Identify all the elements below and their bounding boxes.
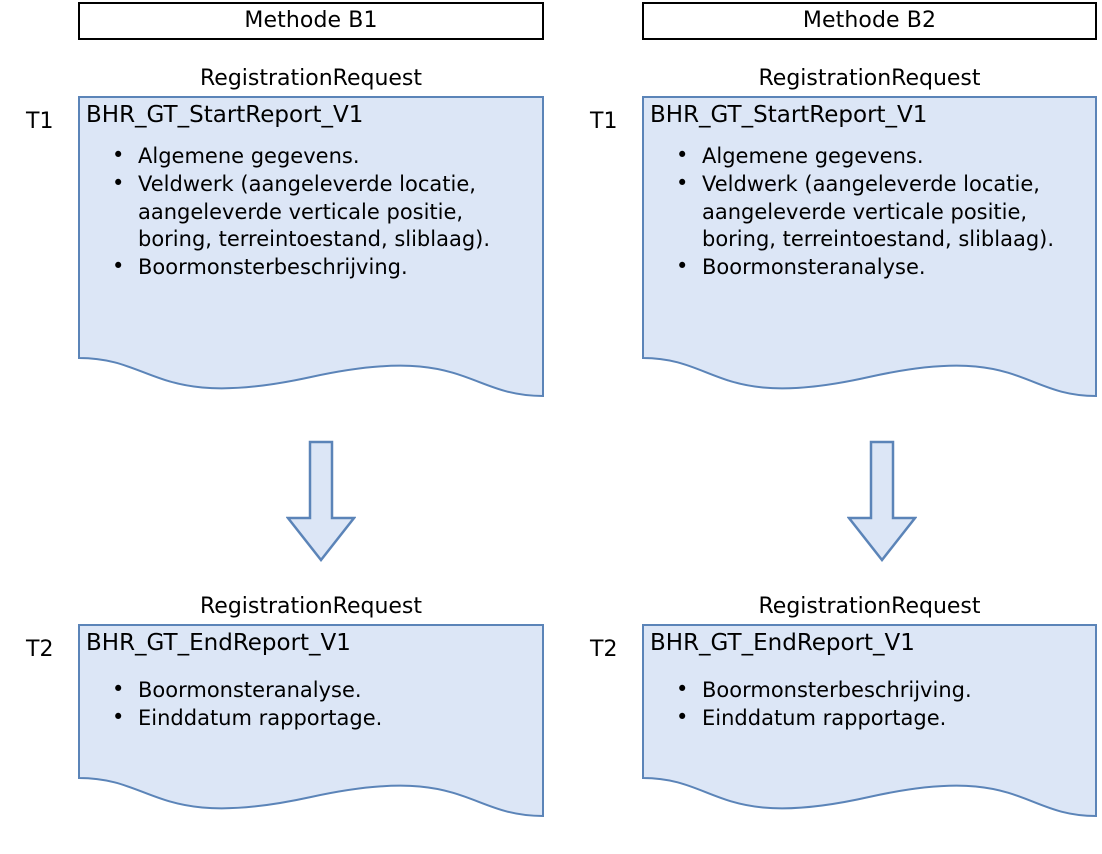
down-arrow-icon — [847, 440, 917, 562]
list-item: Boormonsterbeschrijving. — [112, 253, 534, 282]
time-label-b2-t1: T1 — [590, 109, 618, 134]
registration-request-caption-b2-t1: RegistrationRequest — [758, 66, 981, 91]
time-label-b1-t1: T1 — [26, 109, 54, 134]
document-item-list-b1-t2: Boormonsteranalyse. Einddatum rapportage… — [86, 676, 534, 733]
list-item: Algemene gegevens. — [112, 142, 534, 171]
method-header-b2: Methode B2 — [642, 2, 1097, 40]
down-arrow-icon — [286, 440, 356, 562]
document-item-list-b1-t1: Algemene gegevens. Veldwerk (aangeleverd… — [86, 142, 534, 282]
document-shape-b1-t1: BHR_GT_StartReport_V1 Algemene gegevens.… — [78, 96, 544, 426]
method-header-b2-label: Methode B2 — [802, 8, 937, 33]
list-item: Boormonsterbeschrijving. — [676, 676, 1087, 705]
list-item: Veldwerk (aangeleverde locatie, aangelev… — [112, 170, 534, 254]
time-label-b2-t2: T2 — [590, 637, 618, 662]
list-item: Einddatum rapportage. — [112, 704, 534, 733]
document-title-b2-t1: BHR_GT_StartReport_V1 — [650, 102, 928, 128]
document-shape-b1-t2: BHR_GT_EndReport_V1 Boormonsteranalyse. … — [78, 624, 544, 849]
flow-arrow-b1 — [286, 440, 356, 562]
document-title-b1-t1: BHR_GT_StartReport_V1 — [86, 102, 364, 128]
document-item-list-b2-t1: Algemene gegevens. Veldwerk (aangeleverd… — [650, 142, 1087, 282]
document-title-b1-t2: BHR_GT_EndReport_V1 — [86, 630, 351, 656]
document-content-b2-t1: BHR_GT_StartReport_V1 Algemene gegevens.… — [642, 96, 1097, 282]
document-content-b2-t2: BHR_GT_EndReport_V1 Boormonsterbeschrijv… — [642, 624, 1097, 733]
document-shape-b2-t2: BHR_GT_EndReport_V1 Boormonsterbeschrijv… — [642, 624, 1097, 849]
document-content-b1-t1: BHR_GT_StartReport_V1 Algemene gegevens.… — [78, 96, 544, 282]
document-item-list-b2-t2: Boormonsterbeschrijving. Einddatum rappo… — [650, 676, 1087, 733]
registration-request-caption-b1-t2: RegistrationRequest — [199, 594, 423, 619]
flow-arrow-b2 — [847, 440, 917, 562]
list-item: Boormonsteranalyse. — [112, 676, 534, 705]
document-content-b1-t2: BHR_GT_EndReport_V1 Boormonsteranalyse. … — [78, 624, 544, 733]
list-item: Boormonsteranalyse. — [676, 253, 1087, 282]
list-item: Veldwerk (aangeleverde locatie, aangelev… — [676, 170, 1087, 254]
time-label-b1-t2: T2 — [26, 637, 54, 662]
document-shape-b2-t1: BHR_GT_StartReport_V1 Algemene gegevens.… — [642, 96, 1097, 426]
registration-request-caption-b2-t2: RegistrationRequest — [758, 594, 981, 619]
method-header-b1: Methode B1 — [78, 2, 544, 40]
document-title-b2-t2: BHR_GT_EndReport_V1 — [650, 630, 915, 656]
list-item: Algemene gegevens. — [676, 142, 1087, 171]
registration-request-caption-b1-t1: RegistrationRequest — [199, 66, 423, 91]
method-header-b1-label: Methode B1 — [244, 8, 378, 33]
list-item: Einddatum rapportage. — [676, 704, 1087, 733]
